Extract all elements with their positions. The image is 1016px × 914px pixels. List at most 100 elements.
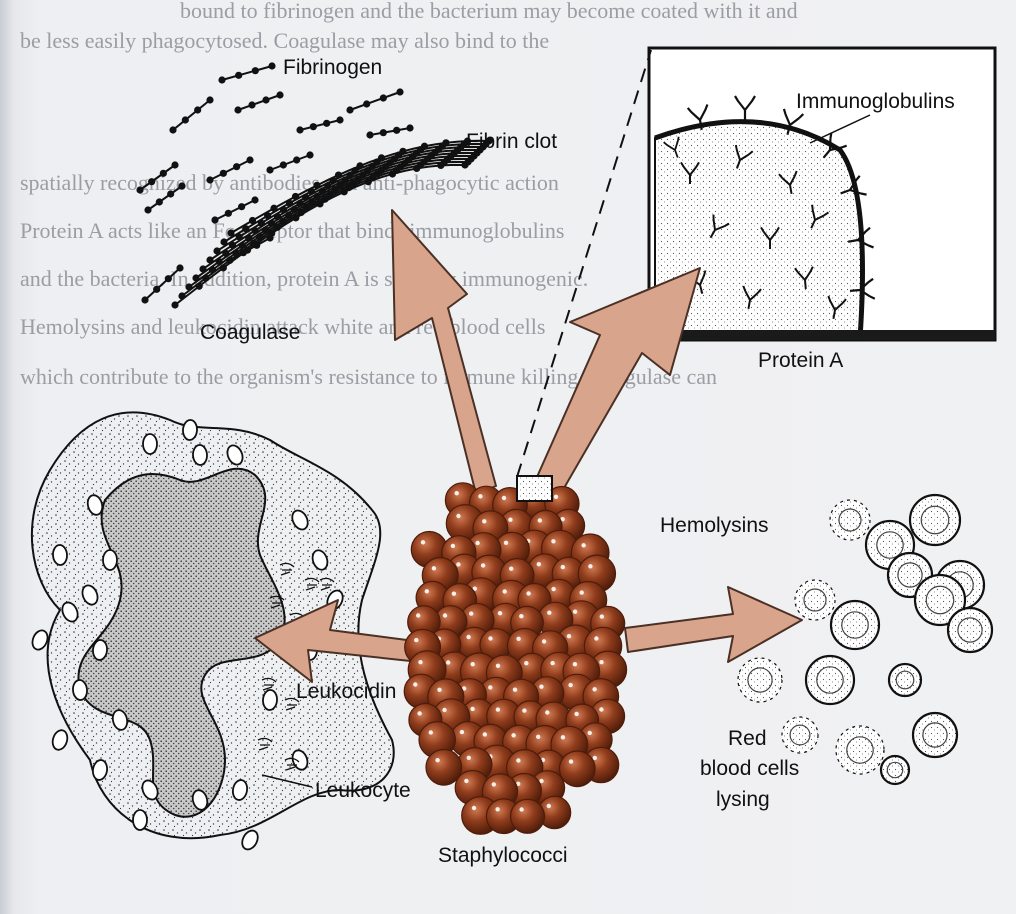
fibrin-bead bbox=[233, 163, 240, 170]
fibrin-bead bbox=[356, 162, 363, 169]
coccus-highlight bbox=[456, 514, 460, 518]
fibrin-bead bbox=[251, 196, 258, 203]
fibrin-bead bbox=[165, 275, 172, 282]
coccus-highlight bbox=[495, 807, 499, 811]
lysing-red-blood-cell bbox=[738, 658, 782, 702]
coccus-highlight bbox=[513, 688, 517, 692]
fibrin-bead bbox=[234, 106, 241, 113]
granule bbox=[192, 445, 207, 466]
coccus-highlight bbox=[550, 661, 554, 665]
coccus-highlight bbox=[551, 539, 555, 543]
coccus-highlight bbox=[437, 688, 441, 692]
coccus-highlight bbox=[471, 662, 475, 666]
coccus-highlight bbox=[545, 710, 549, 714]
fibrin-bead bbox=[227, 229, 234, 236]
coccus-highlight bbox=[456, 562, 460, 566]
granule bbox=[143, 434, 157, 454]
fibrin-bead bbox=[363, 100, 370, 107]
red-blood-cell bbox=[948, 608, 992, 652]
fibrin-bead bbox=[421, 143, 428, 150]
fibrin-bead bbox=[144, 206, 151, 213]
coccus-highlight bbox=[503, 589, 507, 593]
fibrin-bead bbox=[206, 176, 213, 183]
rbc-membrane bbox=[738, 658, 782, 702]
coccus-highlight bbox=[588, 564, 592, 568]
fibrin-bead bbox=[252, 67, 259, 74]
granule bbox=[262, 690, 277, 711]
fibrin-bead bbox=[292, 193, 299, 200]
staphylococcus-coccus bbox=[511, 799, 545, 833]
granule bbox=[239, 828, 261, 852]
fibrin-bead bbox=[206, 256, 213, 263]
coccus-highlight bbox=[452, 592, 456, 596]
fibrin-bead bbox=[182, 116, 189, 123]
red-blood-cells-illustration bbox=[738, 495, 992, 784]
red-blood-cell bbox=[831, 601, 879, 649]
fibrin-strand bbox=[222, 66, 272, 80]
label-protein-a: Protein A bbox=[758, 349, 843, 372]
fibrin-bead bbox=[235, 72, 242, 79]
staphylococci-cluster bbox=[404, 483, 626, 834]
coccus-highlight bbox=[581, 543, 585, 547]
fibrin-bead bbox=[171, 301, 178, 308]
coccus-highlight bbox=[516, 637, 520, 641]
fibrin-bead bbox=[156, 198, 163, 205]
fibrin-bead bbox=[160, 170, 167, 177]
fibrin-bead bbox=[238, 203, 245, 210]
coccus-highlight bbox=[425, 589, 429, 593]
fibrin-bead bbox=[220, 170, 227, 177]
coccus-highlight bbox=[470, 707, 474, 711]
label-staphylococci: Staphylococci bbox=[438, 844, 568, 867]
red-blood-cell bbox=[806, 656, 854, 704]
coccus-highlight bbox=[538, 518, 542, 522]
fibrin-bead bbox=[225, 210, 232, 217]
fibrin-bead bbox=[346, 106, 353, 113]
coccus-highlight bbox=[443, 613, 447, 617]
coccus-highlight bbox=[414, 638, 418, 642]
lysing-red-blood-cell bbox=[795, 580, 835, 620]
coccus-highlight bbox=[599, 660, 603, 664]
coccus-highlight bbox=[569, 759, 573, 763]
coccus-highlight bbox=[502, 496, 506, 500]
rbc-membrane bbox=[831, 601, 879, 649]
fibrin-bead bbox=[262, 96, 269, 103]
fibrin-bead bbox=[248, 101, 255, 108]
coccus-highlight bbox=[498, 611, 502, 615]
coccus-highlight bbox=[561, 735, 565, 739]
fibrin-bead bbox=[366, 131, 373, 138]
fibrin-bead bbox=[276, 91, 283, 98]
label-fibrin-clot: Fibrin clot bbox=[466, 130, 557, 153]
coccus-highlight bbox=[416, 613, 420, 617]
coccus-highlight bbox=[539, 685, 543, 689]
coccus-body bbox=[560, 751, 596, 787]
label-immunoglobulins: Immunoglobulins bbox=[796, 90, 955, 113]
bg-text-line-2: be less easily phagocytosed. Coagulase m… bbox=[20, 28, 549, 53]
coccus-highlight bbox=[451, 544, 455, 548]
coccus-highlight bbox=[536, 735, 540, 739]
fibrin-bead bbox=[206, 96, 213, 103]
fibrin-bead bbox=[378, 154, 385, 161]
fibrin-bead bbox=[199, 265, 206, 272]
fibrin-bead bbox=[249, 217, 256, 224]
lysing-red-blood-cell bbox=[830, 500, 870, 540]
coccus-highlight bbox=[418, 660, 422, 664]
coccus-body bbox=[426, 750, 462, 786]
coccus-highlight bbox=[442, 708, 446, 712]
fibrin-bead bbox=[399, 148, 406, 155]
rbc-membrane bbox=[782, 717, 818, 753]
fibrin-bead bbox=[270, 205, 277, 212]
bg-text-line-1: bound to fibrinogen and the bacterium ma… bbox=[180, 0, 798, 23]
label-fibrinogen: Fibrinogen bbox=[283, 56, 382, 79]
coccus-highlight bbox=[432, 566, 436, 570]
fibrin-bead bbox=[380, 94, 387, 101]
coccus-highlight bbox=[580, 590, 584, 594]
fibrin-bead bbox=[178, 292, 185, 299]
bg-text-line-4: Protein A acts like an Fc receptor that … bbox=[20, 218, 564, 243]
fibrin-bead bbox=[313, 182, 320, 189]
fibrin-bead bbox=[268, 62, 275, 69]
coccus-highlight bbox=[488, 685, 492, 689]
red-blood-cell bbox=[913, 713, 957, 757]
coccus-highlight bbox=[526, 591, 530, 595]
fibrin-bead bbox=[153, 286, 160, 293]
coccus-highlight bbox=[516, 758, 520, 762]
